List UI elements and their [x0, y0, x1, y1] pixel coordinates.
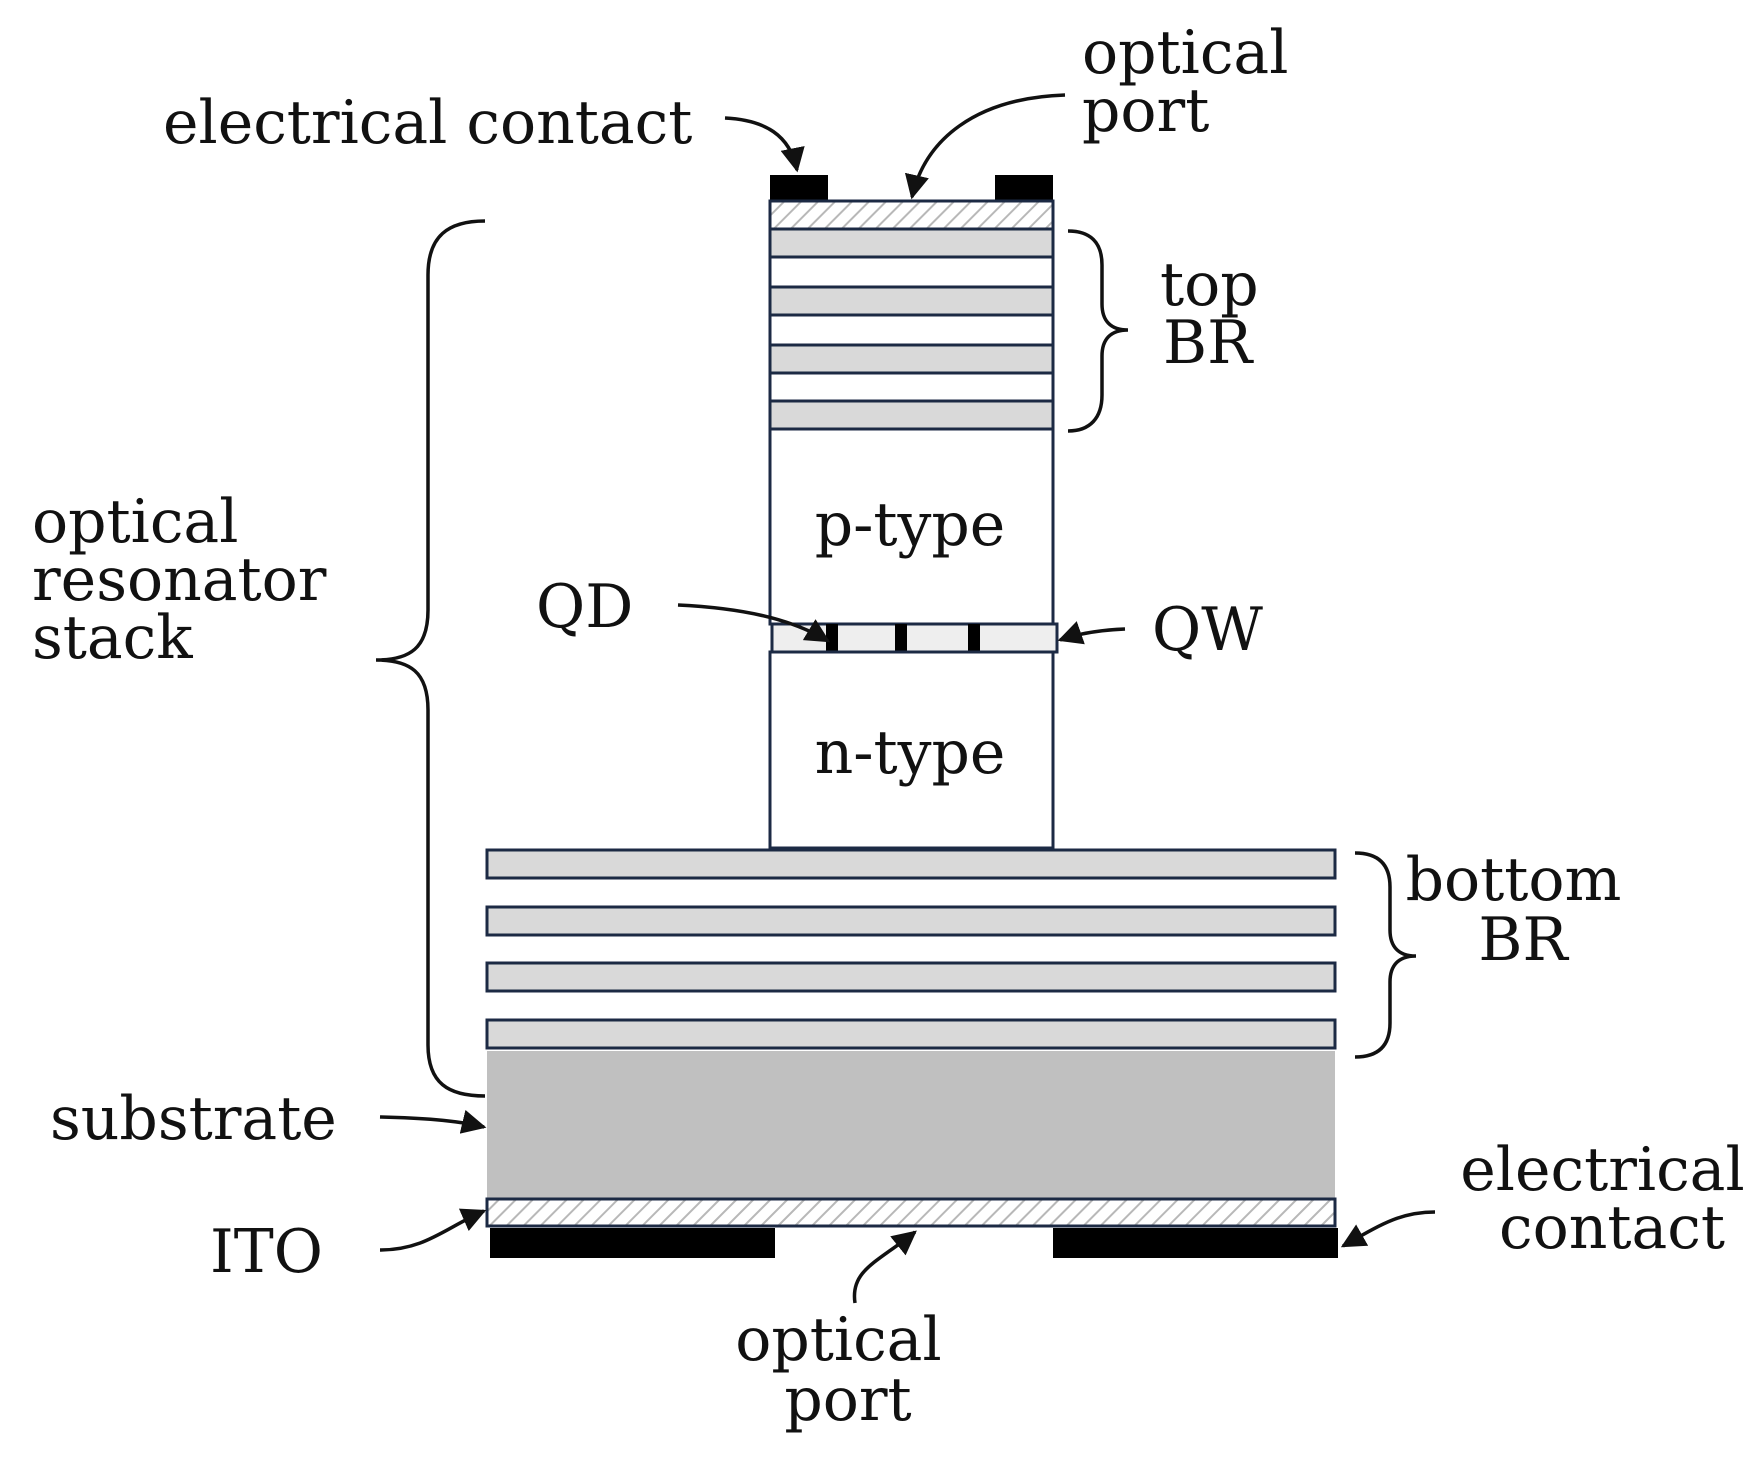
quantum-dot	[826, 624, 838, 652]
quantum-dot	[895, 624, 907, 652]
bottom-contact-left	[490, 1228, 775, 1258]
arrow-optical-port-top	[904, 93, 1066, 200]
label-optical-port-bottom: optical port	[735, 1305, 960, 1435]
arrow-qw	[1057, 621, 1126, 645]
arrow-substrate	[379, 1109, 487, 1134]
quantum-well-layer	[770, 622, 1059, 654]
arrow-electrical-contact-bottom	[1340, 1210, 1436, 1248]
label-substrate: substrate	[50, 1084, 337, 1154]
top-bragg-reflector	[768, 227, 1055, 431]
label-qd: QD	[536, 572, 633, 642]
quantum-dot	[968, 624, 980, 652]
p-type-region	[768, 427, 1055, 626]
label-n-type: n-type	[815, 718, 1006, 788]
arrow-electrical-contact-top	[724, 116, 805, 173]
substrate-layer	[487, 1051, 1335, 1198]
top-ito-layer	[768, 199, 1055, 231]
bottom-contact-right	[1053, 1228, 1338, 1258]
label-ito: ITO	[210, 1217, 323, 1287]
arrow-ito	[379, 1208, 487, 1252]
label-bottom-br: bottom BR	[1406, 845, 1641, 975]
optical-resonator-brace	[375, 219, 486, 1098]
bottom-bragg-reflector	[485, 848, 1337, 1050]
top-contact-left	[770, 175, 828, 201]
arrow-qd	[677, 603, 831, 643]
label-optical-resonator-stack: optical resonator stack	[32, 487, 346, 673]
bottom-ito-layer	[485, 1197, 1337, 1228]
top-contact-right	[995, 175, 1053, 201]
label-electrical-contact-bottom: electrical contact	[1460, 1135, 1759, 1263]
label-p-type: p-type	[815, 490, 1006, 560]
top-br-brace	[1067, 229, 1129, 433]
label-optical-port-top: optical port	[1082, 18, 1307, 146]
label-qw: QW	[1152, 595, 1263, 665]
label-electrical-contact-top: electrical contact	[163, 88, 692, 158]
label-top-br: top BR	[1160, 250, 1278, 378]
n-type-region	[768, 650, 1055, 850]
bottom-br-brace	[1354, 851, 1417, 1059]
arrow-optical-port-bottom	[852, 1230, 917, 1304]
